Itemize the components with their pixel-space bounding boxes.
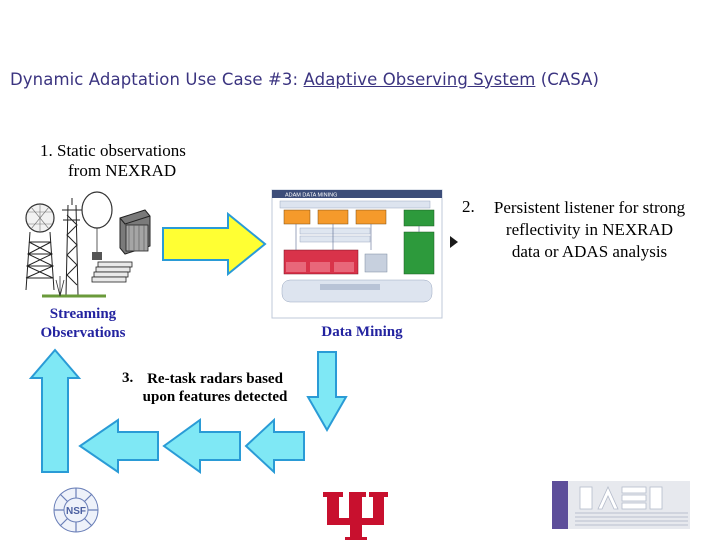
streaming-observations-label: Streaming Observations: [28, 305, 138, 343]
slide-title: Dynamic Adaptation Use Case #3: Adaptive…: [10, 70, 715, 89]
nsf-logo: NSF: [53, 487, 99, 533]
title-prefix: Dynamic Adaptation Use Case #3:: [10, 70, 299, 89]
title-system: Adaptive Observing System: [303, 70, 536, 89]
step-1-line1: 1. Static observations: [40, 141, 186, 160]
step-2-text: Persistent listener for strong reflectiv…: [493, 198, 686, 261]
step-2-number: 2.: [462, 197, 475, 216]
step-1-text: 1. Static observations from NEXRAD: [40, 141, 186, 181]
nsf-logo-text: NSF: [66, 506, 86, 517]
cyan-arrow-left-3: [78, 418, 159, 474]
cyan-arrow-up: [28, 348, 82, 473]
step-3-text: Re-task radars based upon features detec…: [142, 371, 288, 405]
cyan-arrow-left-2: [162, 418, 241, 474]
yellow-arrow-right: [162, 211, 267, 277]
iu-logo: [323, 492, 388, 540]
step-1-line2: from NEXRAD: [68, 161, 177, 180]
title-suffix: (CASA): [540, 70, 600, 89]
step-3-number: 3.: [122, 370, 134, 386]
data-mining-label: Data Mining: [321, 324, 403, 340]
cyan-arrow-left-1: [244, 417, 305, 475]
data-mining-system-screenshot: ADAM DATA MINING: [271, 189, 443, 319]
cyan-arrow-down: [306, 351, 348, 433]
streaming-label-line1: Streaming: [49, 306, 117, 322]
streaming-label-line2: Observations: [40, 325, 126, 341]
iasi-logo: [552, 481, 690, 529]
step-marker-triangle: [450, 236, 458, 248]
screenshot-title: ADAM DATA MINING: [285, 193, 337, 199]
radar-instruments-illustration: [25, 191, 151, 298]
